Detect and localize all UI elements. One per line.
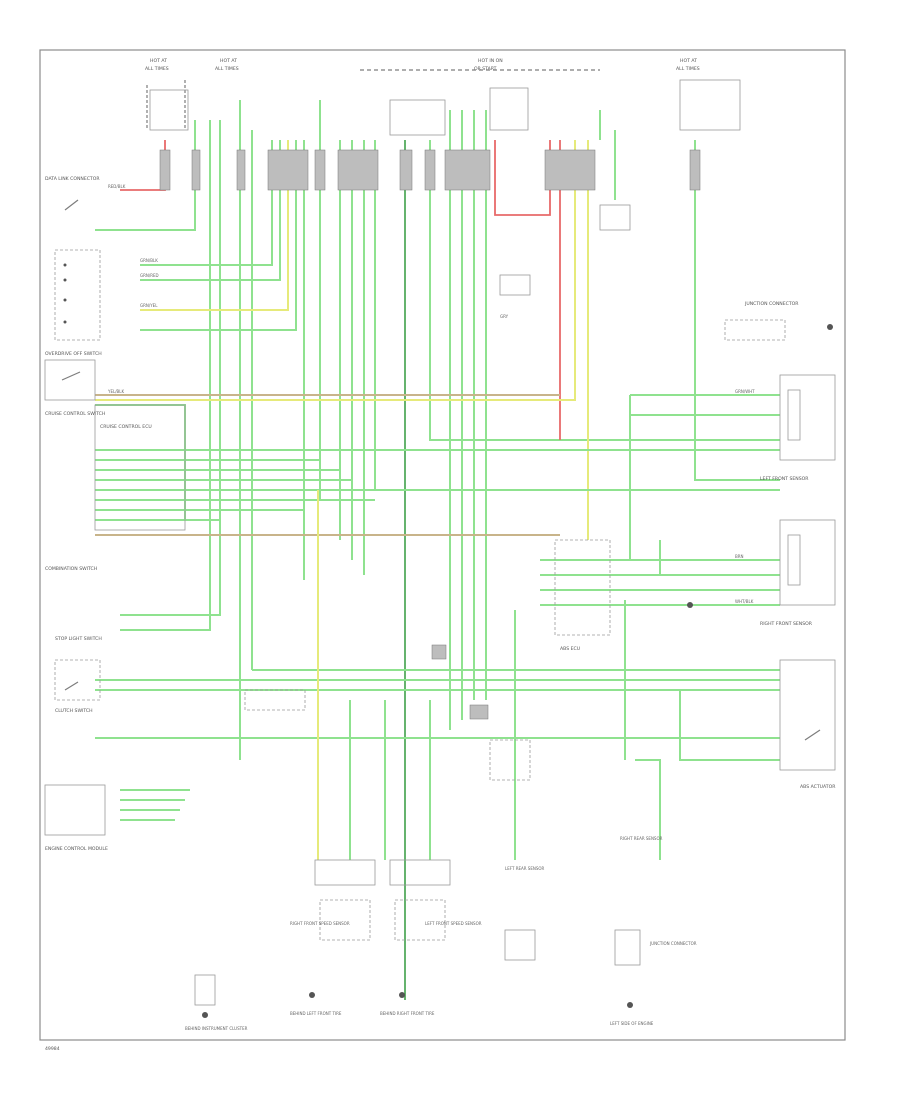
vertical-wire-bundle	[95, 100, 780, 1000]
ground-label-1: BEHIND INSTRUMENT CLUSTER	[185, 1026, 248, 1031]
wire-label-7: BRN	[735, 554, 744, 559]
label-lf-speed-sensor: LEFT FRONT SPEED SENSOR	[425, 921, 482, 926]
label-left-front-sensor: LEFT FRONT SENSOR	[760, 476, 809, 482]
wire-label-3: GRN/YEL	[140, 303, 158, 308]
fuse-header-4: HOT AT	[680, 58, 697, 64]
ground-label-3: BEHIND RIGHT FRONT TIRE	[380, 1011, 435, 1016]
wire-label-4: YEL/BLK	[107, 389, 125, 394]
connector-plugs	[159, 149, 701, 191]
label-cruise-ecu: CRUISE CONTROL ECU	[100, 424, 152, 430]
wire-color-labels: GRN/BLK GRN/RED GRN/YEL YEL/BLK RED/BLK …	[107, 184, 755, 604]
label-overdrive-off-switch: OVERDRIVE OFF SWITCH	[45, 351, 102, 357]
right-components: JUNCTION CONNECTOR LEFT FRONT SENSOR RIG…	[554, 301, 836, 790]
label-abs-actuator: ABS ACTUATOR	[800, 784, 836, 790]
sensor-feed-wires	[317, 490, 661, 860]
label-data-link-connector: DATA LINK CONNECTOR	[45, 176, 100, 182]
ground-label-2: BEHIND LEFT FRONT TIRE	[290, 1011, 342, 1016]
label-left-rear-sensor: LEFT REAR SENSOR	[505, 866, 545, 871]
diagram-frame	[39, 49, 846, 1041]
wire-label-1: GRN/BLK	[140, 258, 158, 263]
fuse-state-4: ALL TIMES	[676, 66, 700, 72]
wire-label-5: RED/BLK	[108, 184, 126, 189]
label-stop-light-switch: STOP LIGHT SWITCH	[55, 636, 102, 642]
middle-components	[244, 204, 631, 781]
wire-label-8: WHT/BLK	[735, 599, 754, 604]
ground-symbols: BEHIND INSTRUMENT CLUSTER BEHIND LEFT FR…	[185, 324, 833, 1031]
fuse-header-2: HOT AT	[220, 58, 237, 64]
label-right-rear-sensor: RIGHT REAR SENSOR	[620, 836, 663, 841]
horizontal-wires	[95, 394, 780, 821]
fuse-header-1: HOT AT	[150, 58, 167, 64]
footer-code: 49984	[45, 1046, 60, 1052]
label-combination-switch: COMBINATION SWITCH	[45, 566, 97, 572]
wire-label-2: GRN/RED	[140, 273, 159, 278]
fuse-state-1: ALL TIMES	[145, 66, 169, 72]
label-rf-speed-sensor: RIGHT FRONT SPEED SENSOR	[290, 921, 350, 926]
label-cruise-switch: CRUISE CONTROL SWITCH	[45, 411, 105, 417]
fuse-state-3: OR START	[474, 66, 497, 72]
fuse-header-3: HOT IN ON	[478, 58, 503, 64]
top-fuse-blocks: HOT AT ALL TIMES HOT AT ALL TIMES HOT IN…	[145, 58, 741, 136]
label-right-front-sensor: RIGHT FRONT SENSOR	[760, 621, 813, 627]
label-junction-connector-bottom: JUNCTION CONNECTOR	[649, 941, 697, 946]
wire-label-6: GRN/WHT	[735, 389, 755, 394]
label-clutch-switch: CLUTCH SWITCH	[55, 708, 93, 714]
left-components: DATA LINK CONNECTOR OVERDRIVE OFF SWITCH…	[44, 176, 186, 852]
label-abs-ecu: ABS ECU	[560, 646, 580, 652]
ground-label-4: LEFT SIDE OF ENGINE	[610, 1021, 654, 1026]
fuse-state-2: ALL TIMES	[215, 66, 239, 72]
wire-label-9: GRY	[500, 314, 509, 319]
label-junction-connector-right: JUNCTION CONNECTOR	[744, 301, 799, 307]
label-ecm: ENGINE CONTROL MODULE	[45, 846, 108, 852]
bottom-sensors: RIGHT FRONT SPEED SENSOR LEFT FRONT SPEE…	[194, 836, 697, 1006]
